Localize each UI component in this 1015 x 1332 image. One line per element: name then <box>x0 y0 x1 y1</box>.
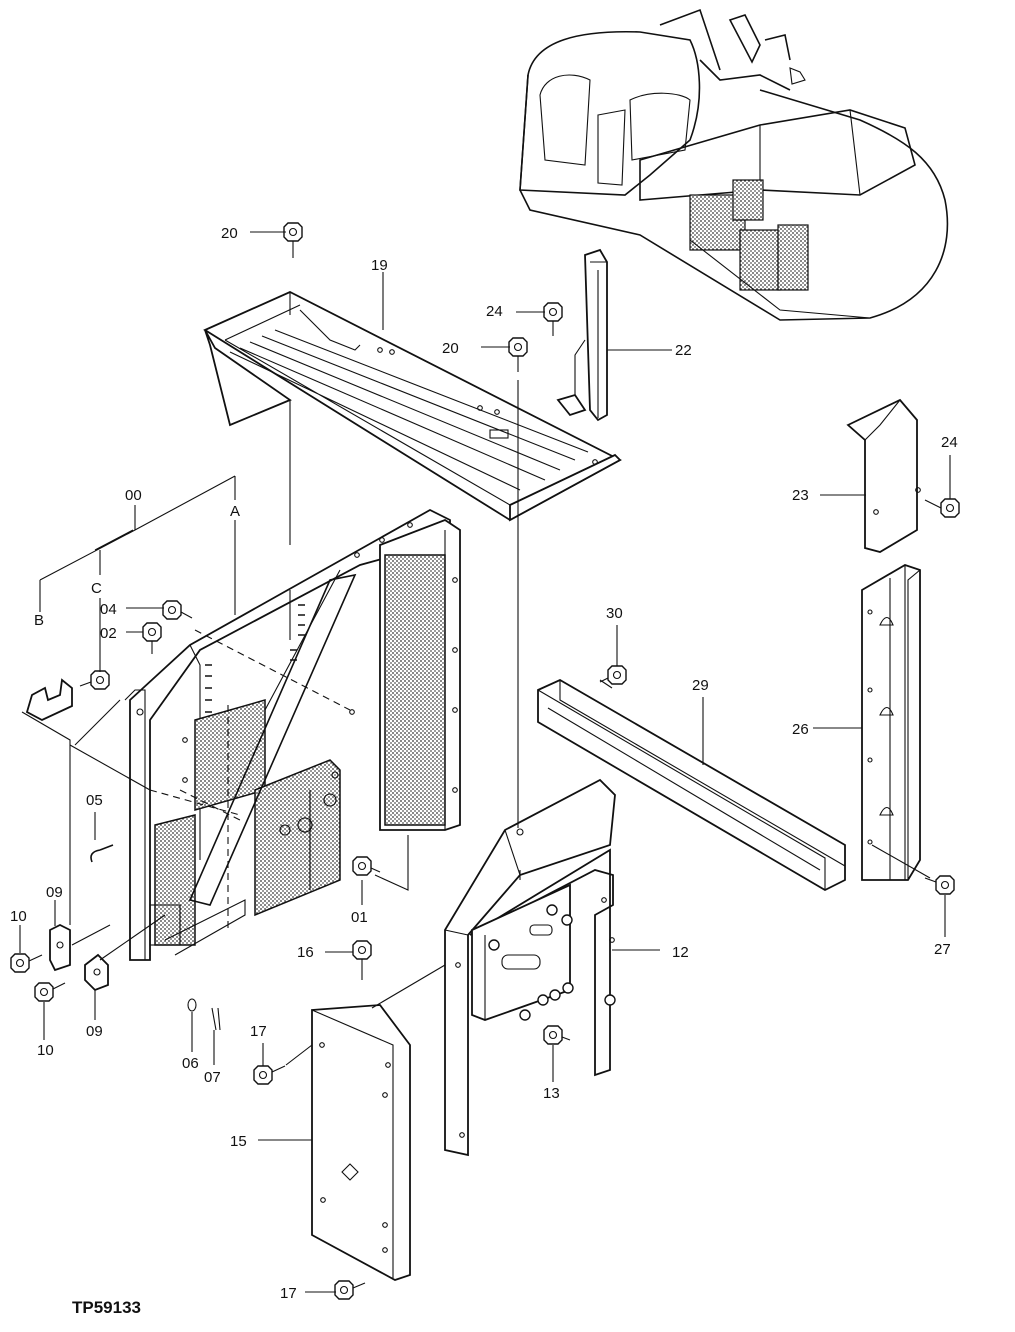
leader-lines <box>19 231 951 1293</box>
label-07: 07 <box>204 1069 221 1086</box>
part-09-bracket-lower <box>84 953 109 992</box>
label-30: 30 <box>606 605 623 622</box>
bolt-30-icon <box>599 665 627 685</box>
label-B: B <box>34 612 44 629</box>
label-23: 23 <box>792 487 809 504</box>
bolt-20-upper-icon <box>283 222 303 258</box>
part-06-washer <box>187 998 197 1012</box>
label-24-upper: 24 <box>486 303 503 320</box>
label-05: 05 <box>86 792 103 809</box>
label-13: 13 <box>543 1085 560 1102</box>
label-04: 04 <box>100 601 117 618</box>
label-16: 16 <box>297 944 314 961</box>
part-05-hook <box>90 844 114 863</box>
label-09-lower: 09 <box>86 1023 103 1040</box>
part-07-pin <box>211 1007 221 1031</box>
label-20-upper: 20 <box>221 225 238 242</box>
bolt-C-icon <box>79 670 110 690</box>
part-22-bracket <box>556 248 672 422</box>
bolt-24-right-icon <box>924 498 960 518</box>
part-29-crossbar <box>537 678 846 892</box>
label-17-lower: 17 <box>280 1285 297 1302</box>
bolt-02-icon <box>142 622 162 654</box>
part-26-strip <box>820 564 931 881</box>
bolt-20-lower-icon <box>508 337 528 372</box>
label-27: 27 <box>934 941 951 958</box>
label-24-right: 24 <box>941 434 958 451</box>
label-01: 01 <box>351 909 368 926</box>
label-17-upper: 17 <box>250 1023 267 1040</box>
excavator-overview <box>519 8 949 321</box>
label-15: 15 <box>230 1133 247 1150</box>
label-10-lower: 10 <box>37 1042 54 1059</box>
label-26: 26 <box>792 721 809 738</box>
label-10-upper: 10 <box>10 908 27 925</box>
bolt-13-icon <box>543 1025 571 1045</box>
bolt-24-upper-icon <box>543 302 563 336</box>
bolt-01-icon <box>352 856 381 876</box>
label-19: 19 <box>371 257 388 274</box>
bolt-icons <box>10 222 960 1300</box>
label-09-upper: 09 <box>46 884 63 901</box>
label-02: 02 <box>100 625 117 642</box>
label-20-lower: 20 <box>442 340 459 357</box>
radiator-cooling-fins <box>205 604 305 713</box>
bolt-10-lower-icon <box>34 982 66 1002</box>
part-15-plate <box>258 1004 411 1281</box>
drawing-code: TP59133 <box>72 1298 141 1317</box>
label-C: C <box>91 580 102 597</box>
bolt-10-upper-icon <box>10 953 43 973</box>
part-19-top-plate <box>203 291 622 522</box>
part-23-cover <box>820 398 921 553</box>
label-12: 12 <box>672 944 689 961</box>
part-12-frame <box>444 778 660 1157</box>
label-A: A <box>230 503 240 520</box>
label-06: 06 <box>182 1055 199 1072</box>
label-22: 22 <box>675 342 692 359</box>
bolt-27-icon <box>924 875 955 895</box>
part-09-bracket-upper <box>49 923 71 972</box>
label-29: 29 <box>692 677 709 694</box>
bolt-17-lower-icon <box>334 1280 366 1300</box>
main-frame-assembly <box>124 508 461 961</box>
label-00: 00 <box>125 487 142 504</box>
part-labels: 20 19 20 24 22 24 23 00 A C B 04 02 30 2… <box>10 225 958 1317</box>
part-B-clip <box>25 678 73 722</box>
bolt-16-icon <box>352 940 372 980</box>
bolt-04-icon <box>162 600 193 620</box>
bolt-17-upper-icon <box>253 1065 286 1085</box>
